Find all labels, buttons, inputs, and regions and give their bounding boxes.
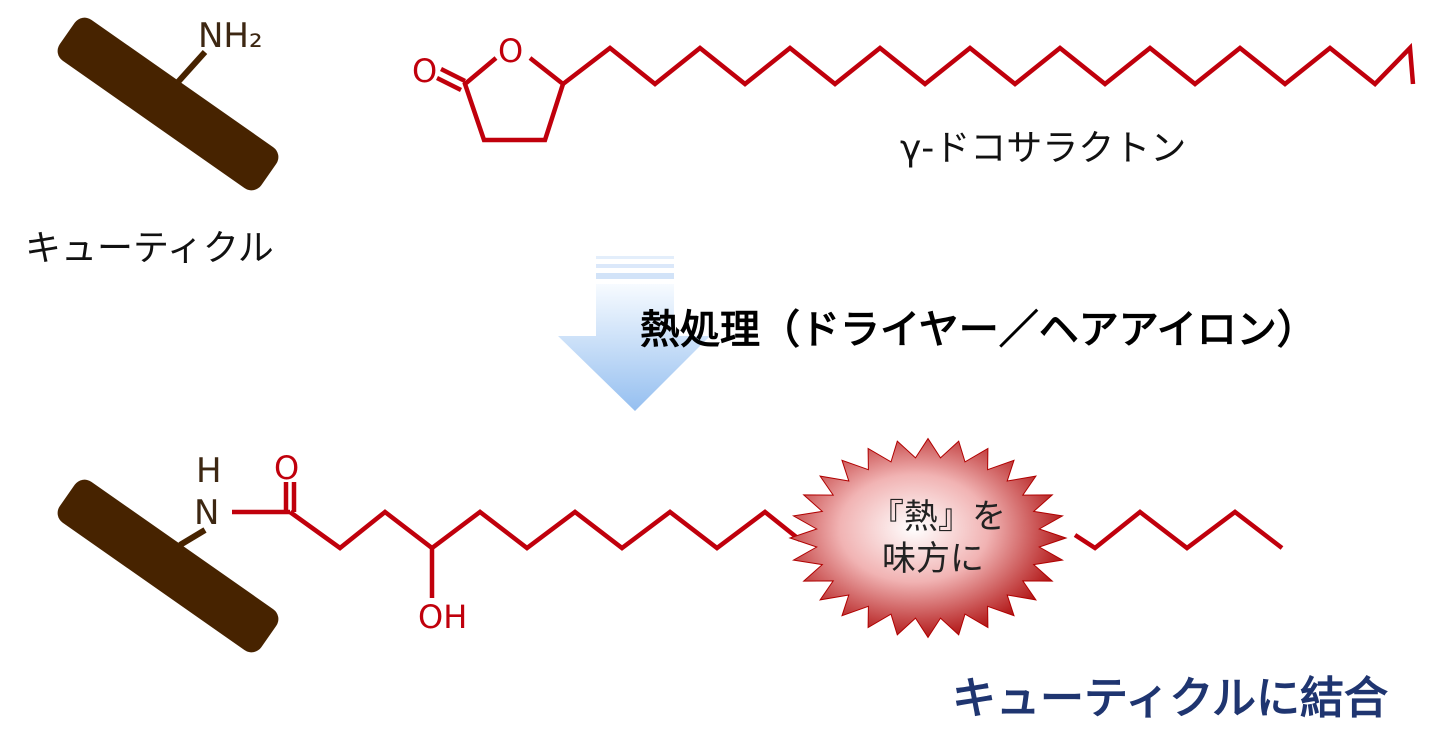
arrow-stripe-2	[596, 264, 674, 268]
bound-chain-segment-2	[1073, 509, 1284, 551]
cuticle-bar-top	[57, 17, 279, 191]
lactone-ring	[462, 56, 566, 143]
burst-shape	[788, 437, 1068, 639]
down-arrow	[558, 256, 710, 411]
lactone-carbonyl-bond-2	[435, 75, 463, 93]
amine-group-label: NH₂	[198, 16, 263, 56]
lactone-ring-oxygen: O	[498, 32, 523, 70]
cuticle-amine-bond	[175, 49, 208, 85]
arrow-stripe-3	[596, 273, 674, 279]
lactone-molecule	[435, 42, 1416, 143]
arrow-body	[558, 284, 710, 411]
bound-chain-segment-1	[288, 509, 802, 551]
amide-nitrogen: N	[194, 493, 219, 533]
hydroxyl-group: OH	[418, 598, 467, 636]
lactone-carbonyl-oxygen: O	[412, 52, 437, 90]
cuticle-bar-bottom	[57, 479, 279, 653]
cuticle-bottom	[57, 479, 279, 653]
heat-burst: 『熱』を 味方に	[788, 437, 1068, 639]
cuticle-amide-bond	[178, 527, 207, 548]
carbonyl-oxygen: O	[274, 449, 299, 487]
lactone-carbonyl-bond-1	[439, 66, 467, 84]
burst-line-2: 味方に	[882, 539, 984, 579]
cuticle-top: NH₂	[57, 16, 279, 191]
bound-chain	[232, 482, 1284, 598]
burst-line-1: 『熱』を	[870, 497, 1006, 537]
result-label: キューティクルに結合	[952, 673, 1388, 724]
lactone-alkyl-chain	[561, 42, 1416, 88]
process-label: 熱処理（ドライヤー／ヘアアイロン）	[640, 307, 1317, 353]
cuticle-label: キューティクル	[25, 228, 274, 269]
amide-hydrogen: H	[196, 451, 222, 491]
lactone-name-label: γ-ドコサラクトン	[900, 128, 1186, 169]
arrow-stripe-1	[596, 256, 674, 259]
